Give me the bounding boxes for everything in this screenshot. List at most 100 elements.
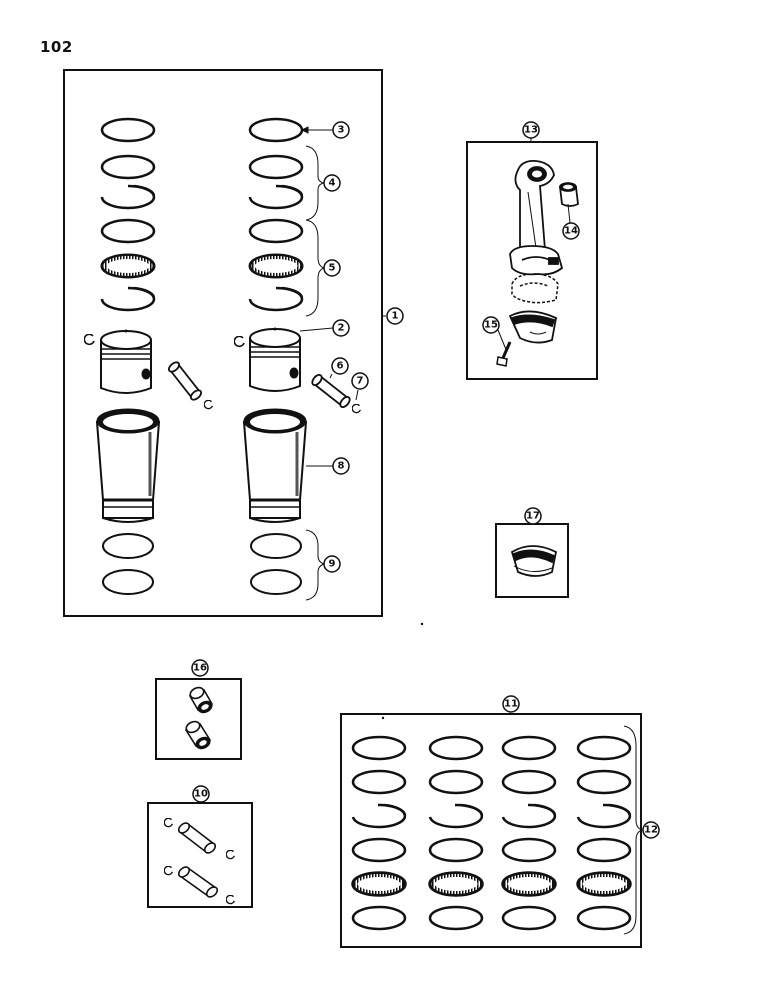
main-bearing	[510, 545, 558, 577]
ring-expander	[431, 874, 481, 894]
svg-text:13: 13	[524, 125, 538, 136]
callout-15: 15	[482, 316, 500, 334]
right-piston	[249, 327, 301, 392]
speck	[381, 716, 385, 720]
leader-lines-kit-13	[497, 203, 571, 353]
ring	[351, 735, 407, 761]
kit-10-frame	[147, 802, 253, 908]
ring-expander	[354, 874, 404, 894]
bracket-12	[623, 725, 644, 935]
ring-split	[460, 803, 484, 816]
svg-text:12: 12	[644, 825, 658, 836]
svg-text:1: 1	[392, 311, 399, 322]
right-pin-clip-icon	[352, 404, 362, 414]
ring-split	[533, 803, 557, 816]
ring-split	[608, 803, 632, 816]
ring	[501, 769, 557, 795]
kit10-clip-2-icon	[226, 850, 235, 860]
right-ring-stack	[248, 117, 304, 312]
svg-text:7: 7	[357, 376, 364, 387]
callout-14: 14	[562, 222, 580, 240]
rod-bushing	[558, 182, 579, 207]
kit10-clip-1-icon	[164, 818, 173, 828]
callout-17: 17	[524, 507, 542, 525]
callout-10: 10	[192, 785, 210, 803]
ring-split	[383, 803, 407, 816]
kit-11-frame	[340, 713, 642, 948]
callout-13: 13	[522, 121, 540, 139]
ring-expander	[504, 874, 554, 894]
callout-6: 6	[331, 357, 349, 375]
left-piston-pin	[167, 361, 203, 401]
svg-text:9: 9	[329, 559, 336, 570]
svg-text:8: 8	[338, 461, 345, 472]
callout-3: 3	[332, 121, 350, 139]
kit10-clip-4-icon	[226, 895, 235, 905]
callout-7: 7	[351, 372, 369, 390]
ring	[351, 871, 407, 897]
ring	[576, 735, 632, 761]
callout-9: 9	[323, 555, 341, 573]
svg-text:14: 14	[564, 226, 578, 237]
kit-1-frame	[63, 69, 386, 617]
svg-text:15: 15	[484, 320, 498, 331]
ring	[501, 905, 557, 931]
page-number: 102	[40, 38, 73, 56]
callout-8: 8	[332, 457, 350, 475]
left-snap-ring-icon	[84, 334, 95, 346]
left-cylinder-sleeve	[95, 408, 161, 523]
callout-5: 5	[323, 259, 341, 277]
left-ring-stack	[100, 117, 156, 312]
ring	[428, 905, 484, 931]
ring-expander	[579, 874, 629, 894]
ring	[501, 837, 557, 863]
speck	[420, 622, 424, 626]
bushing-top	[188, 686, 214, 714]
rod-bolt	[496, 341, 512, 367]
svg-text:5: 5	[329, 263, 336, 274]
kit-10-pins	[177, 822, 219, 898]
callout-4: 4	[323, 174, 341, 192]
seal-rings	[102, 533, 302, 595]
ring	[576, 871, 632, 897]
svg-text:6: 6	[337, 361, 344, 372]
ring	[428, 837, 484, 863]
callout-11: 11	[502, 695, 520, 713]
kit-16-frame	[155, 678, 242, 760]
ring	[501, 735, 557, 761]
svg-text:11: 11	[504, 699, 518, 710]
left-pin-clip-icon	[204, 400, 213, 410]
left-piston	[100, 329, 152, 394]
svg-text:16: 16	[193, 663, 207, 674]
connecting-rod	[509, 160, 564, 276]
bushing-bottom	[184, 720, 212, 750]
callout-16: 16	[191, 659, 209, 677]
svg-text:3: 3	[338, 125, 345, 136]
leader-lines-kit-1	[299, 126, 359, 467]
kit10-clip-3-icon	[164, 866, 173, 876]
ring-set-grid	[351, 735, 632, 931]
callout-2: 2	[332, 319, 350, 337]
right-snap-ring-icon	[234, 336, 245, 348]
svg-text:17: 17	[526, 511, 540, 522]
ring	[428, 735, 484, 761]
ring	[428, 871, 484, 897]
callout-1: 1	[386, 307, 404, 325]
ring	[576, 769, 632, 795]
ring	[351, 769, 407, 795]
ring	[428, 769, 484, 795]
svg-text:10: 10	[194, 789, 208, 800]
ring	[351, 905, 407, 931]
svg-text:4: 4	[329, 178, 336, 189]
ring	[576, 905, 632, 931]
ring	[576, 837, 632, 863]
right-piston-pin	[311, 373, 351, 409]
right-cylinder-sleeve	[242, 408, 308, 523]
group-brackets	[305, 145, 326, 601]
rod-cap	[508, 310, 558, 344]
callout-12: 12	[642, 821, 660, 839]
ring	[351, 837, 407, 863]
ring	[501, 871, 557, 897]
rod-bearing-dashed	[511, 273, 559, 304]
